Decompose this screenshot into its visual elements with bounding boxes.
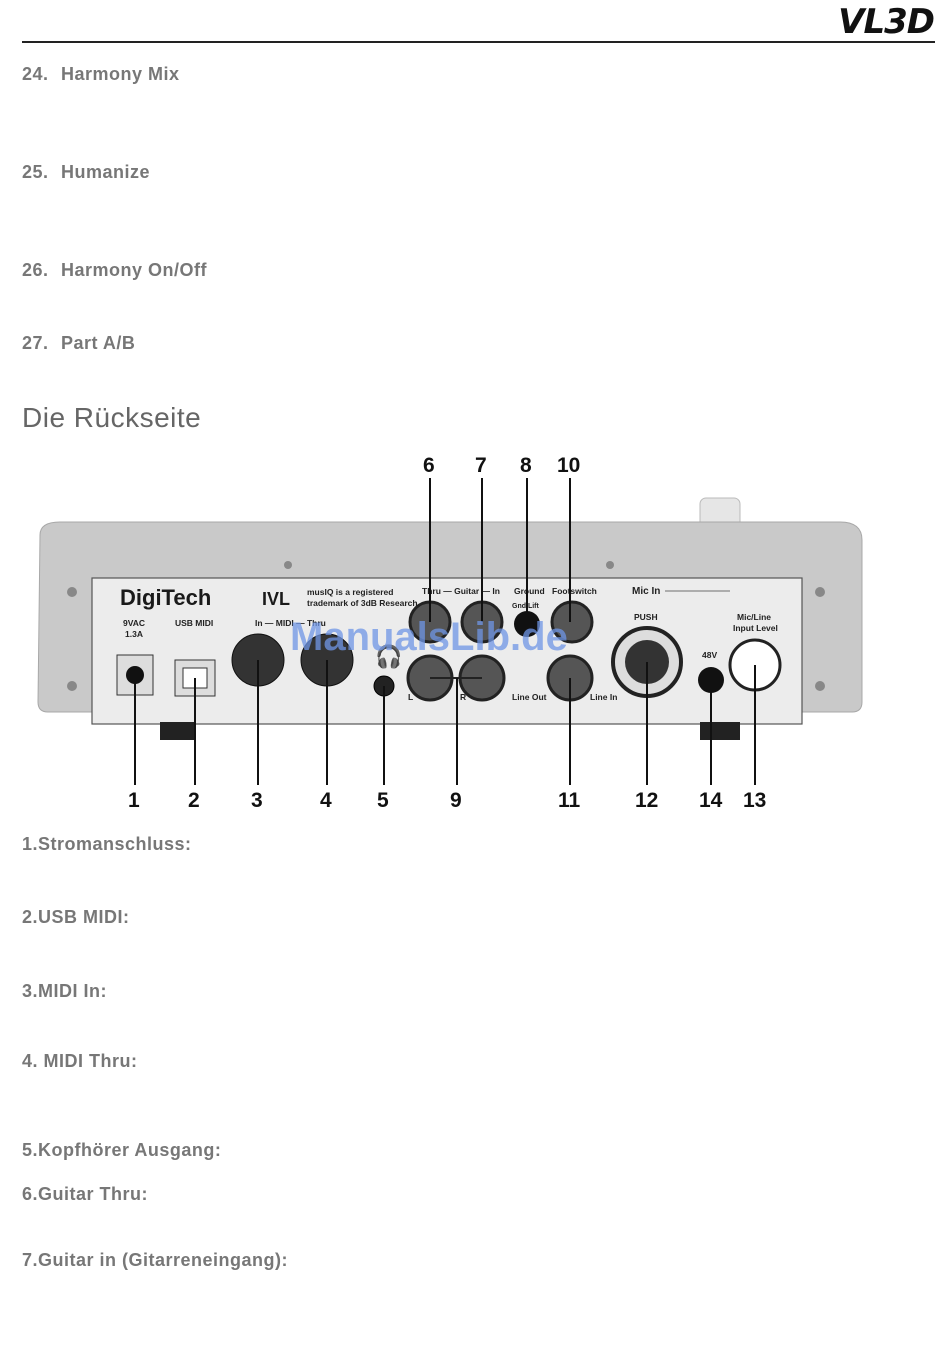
spec-label: 1.Stromanschluss: xyxy=(22,834,192,854)
spec-label: 2.USB MIDI: xyxy=(22,907,130,927)
panel-model: IVL xyxy=(262,589,290,609)
item-number: 26. xyxy=(22,260,49,280)
foot-right xyxy=(700,722,740,740)
callout-number: 8 xyxy=(520,454,532,477)
label-gndlift: Gnd Lift xyxy=(512,603,539,610)
label-micin: Mic In xyxy=(632,586,660,597)
callout-number: 12 xyxy=(635,789,658,812)
header-rule xyxy=(22,41,935,43)
trademark-line: musIQ is a registered xyxy=(307,587,393,597)
list-item: 25. Humanize xyxy=(22,162,150,183)
item-label: Harmony Mix xyxy=(61,64,180,84)
label-footswitch: Footswitch xyxy=(552,586,597,596)
item-number: 27. xyxy=(22,333,49,353)
item-label: Harmony On/Off xyxy=(61,260,208,280)
item-number: 25. xyxy=(22,162,49,182)
label-48v: 48V xyxy=(702,650,717,660)
callout-number: 5 xyxy=(377,789,389,812)
callout-number: 6 xyxy=(423,454,435,477)
label-linein: Line In xyxy=(590,692,617,702)
item-label: Part A/B xyxy=(61,333,136,353)
spec-label: 3.MIDI In: xyxy=(22,981,107,1001)
watermark: ManualsLib.de xyxy=(290,615,568,659)
label-push: PUSH xyxy=(634,612,658,622)
label-power: 9VAC xyxy=(123,618,145,628)
rear-panel-diagram: DigiTech IVL musIQ is a registered trade… xyxy=(37,454,863,812)
callout-lines xyxy=(134,478,756,785)
screw xyxy=(284,561,292,569)
foot-left xyxy=(160,722,194,740)
brand-logo: VL3D xyxy=(838,2,935,42)
callout-number: 3 xyxy=(251,789,263,812)
list-item: 24. Harmony Mix xyxy=(22,64,180,85)
section-title: Die Rückseite xyxy=(22,402,202,433)
headphones-icon: 🎧 xyxy=(375,644,402,670)
rear-plate xyxy=(91,577,803,725)
item-number: 24. xyxy=(22,64,49,84)
screw xyxy=(606,561,614,569)
label-guitar: Thru — Guitar — In xyxy=(422,586,500,596)
label-lineout: Line Out xyxy=(512,692,547,702)
callout-number: 1 xyxy=(128,789,140,812)
screw xyxy=(67,681,77,691)
callout-number: 7 xyxy=(475,454,487,477)
list-item: 26. Harmony On/Off xyxy=(22,260,207,281)
callout-number: 2 xyxy=(188,789,200,812)
item-label: Humanize xyxy=(61,162,151,182)
callout-number: 11 xyxy=(558,789,581,812)
label-usb: USB MIDI xyxy=(175,618,213,628)
footswitch-jack-icon xyxy=(550,600,594,644)
label-midi: In — MIDI — Thru xyxy=(255,618,326,628)
label-r: R xyxy=(460,692,466,702)
list-item: 27. Part A/B xyxy=(22,333,135,354)
callout-number: 14 xyxy=(699,789,723,812)
panel-logo: DigiTech xyxy=(120,585,211,610)
screw xyxy=(67,587,77,597)
label-l: L xyxy=(408,692,413,702)
spec-label: 6.Guitar Thru: xyxy=(22,1184,149,1204)
callout-number: 13 xyxy=(743,789,766,812)
screw xyxy=(815,681,825,691)
label-micline: Mic/Line xyxy=(737,612,771,622)
callout-number: 10 xyxy=(557,454,580,477)
label-micline: Input Level xyxy=(733,623,778,633)
spec-label: 4. MIDI Thru: xyxy=(22,1051,138,1071)
spec-label: 7.Guitar in (Gitarreneingang): xyxy=(22,1250,289,1270)
spec-label: 5.Kopfhörer Ausgang: xyxy=(22,1140,222,1160)
screw xyxy=(815,587,825,597)
label-ground: Ground xyxy=(514,586,545,596)
callout-number: 9 xyxy=(450,789,462,812)
callout-number: 4 xyxy=(320,789,332,812)
trademark-line: trademark of 3dB Research xyxy=(307,598,418,608)
label-power: 1.3A xyxy=(125,629,143,639)
